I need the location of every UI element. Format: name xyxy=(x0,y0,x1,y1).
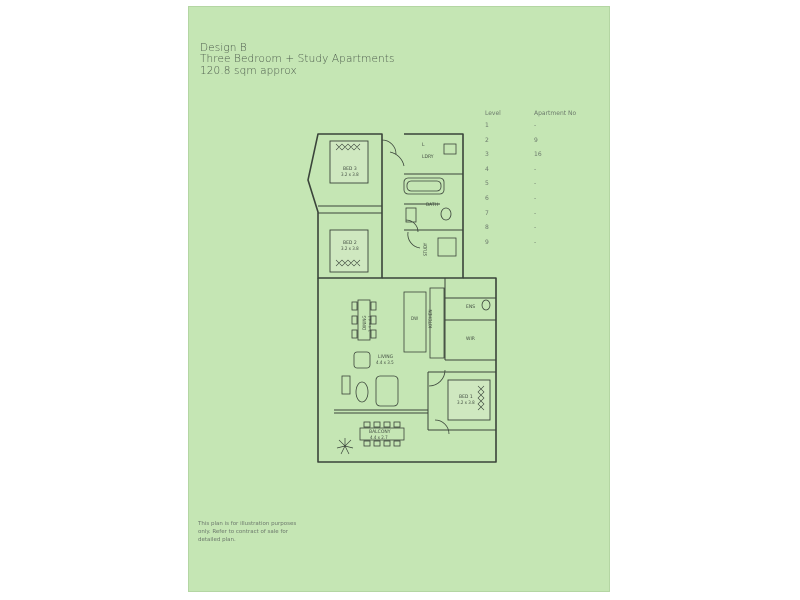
bathtub xyxy=(403,177,445,195)
balcony-dim: 4.4 x 2.7 xyxy=(370,435,388,440)
level-row: 5- xyxy=(485,180,537,188)
apartment-no-header: Apartment No xyxy=(534,110,577,117)
kitchen-bench xyxy=(429,287,445,359)
level-header: Level xyxy=(485,110,501,117)
bed1-dim: 3.2 x 3.8 xyxy=(457,400,475,405)
dining-dim: 3.4 x 4.1 xyxy=(367,315,372,332)
dishwasher-label: DW xyxy=(411,316,418,321)
level-row: 6- xyxy=(485,194,537,202)
dining-label: DINING xyxy=(362,315,367,330)
bed3-dim: 3.2 x 3.8 xyxy=(341,172,359,177)
floor-area: 120.8 sqm approx xyxy=(200,65,297,77)
wir-label: WIR xyxy=(466,336,475,342)
living-furniture xyxy=(341,351,399,407)
study-label: STUDY xyxy=(423,242,428,256)
balcony-furniture xyxy=(359,421,405,447)
toilet xyxy=(440,207,452,221)
plant-icon xyxy=(336,438,354,455)
main-area-walls xyxy=(317,277,497,463)
laundry-label: LDRY xyxy=(422,154,434,160)
living-dim: 4.4 x 3.5 xyxy=(376,360,394,365)
level-row: 9- xyxy=(485,238,537,246)
wet-area-walls xyxy=(404,133,464,279)
kitchen-label: KITCHEN xyxy=(428,309,434,328)
level-row: 4- xyxy=(485,165,537,173)
bed-furniture xyxy=(329,140,491,421)
floor-plan-sheet: Design B Three Bedroom + Study Apartment… xyxy=(188,6,610,592)
kitchen-island xyxy=(403,291,427,353)
living-label: LIVING xyxy=(378,354,394,360)
level-row: 8- xyxy=(485,224,537,232)
bath-label: BATH xyxy=(426,202,438,208)
ensuite-label: ENS xyxy=(466,304,475,310)
apartment-type: Three Bedroom + Study Apartments xyxy=(200,53,395,65)
bed-2-bed xyxy=(329,229,369,273)
bed-3-bed xyxy=(329,140,369,184)
dining-table xyxy=(351,299,377,341)
laundry-l-label: L xyxy=(422,142,425,148)
balcony-label: BALCONY xyxy=(369,429,391,435)
level-row: 1- xyxy=(485,122,537,129)
bed3-label: BED 3 xyxy=(343,166,357,172)
disclaimer-note: This plan is for illustration purposes o… xyxy=(198,521,297,543)
bed2-label: BED 2 xyxy=(343,240,357,246)
level-row: 7- xyxy=(485,209,537,217)
bed1-label: BED 1 xyxy=(459,394,473,400)
design-title: Design B xyxy=(200,42,247,54)
bed2-dim: 3.2 x 3.8 xyxy=(341,246,359,251)
